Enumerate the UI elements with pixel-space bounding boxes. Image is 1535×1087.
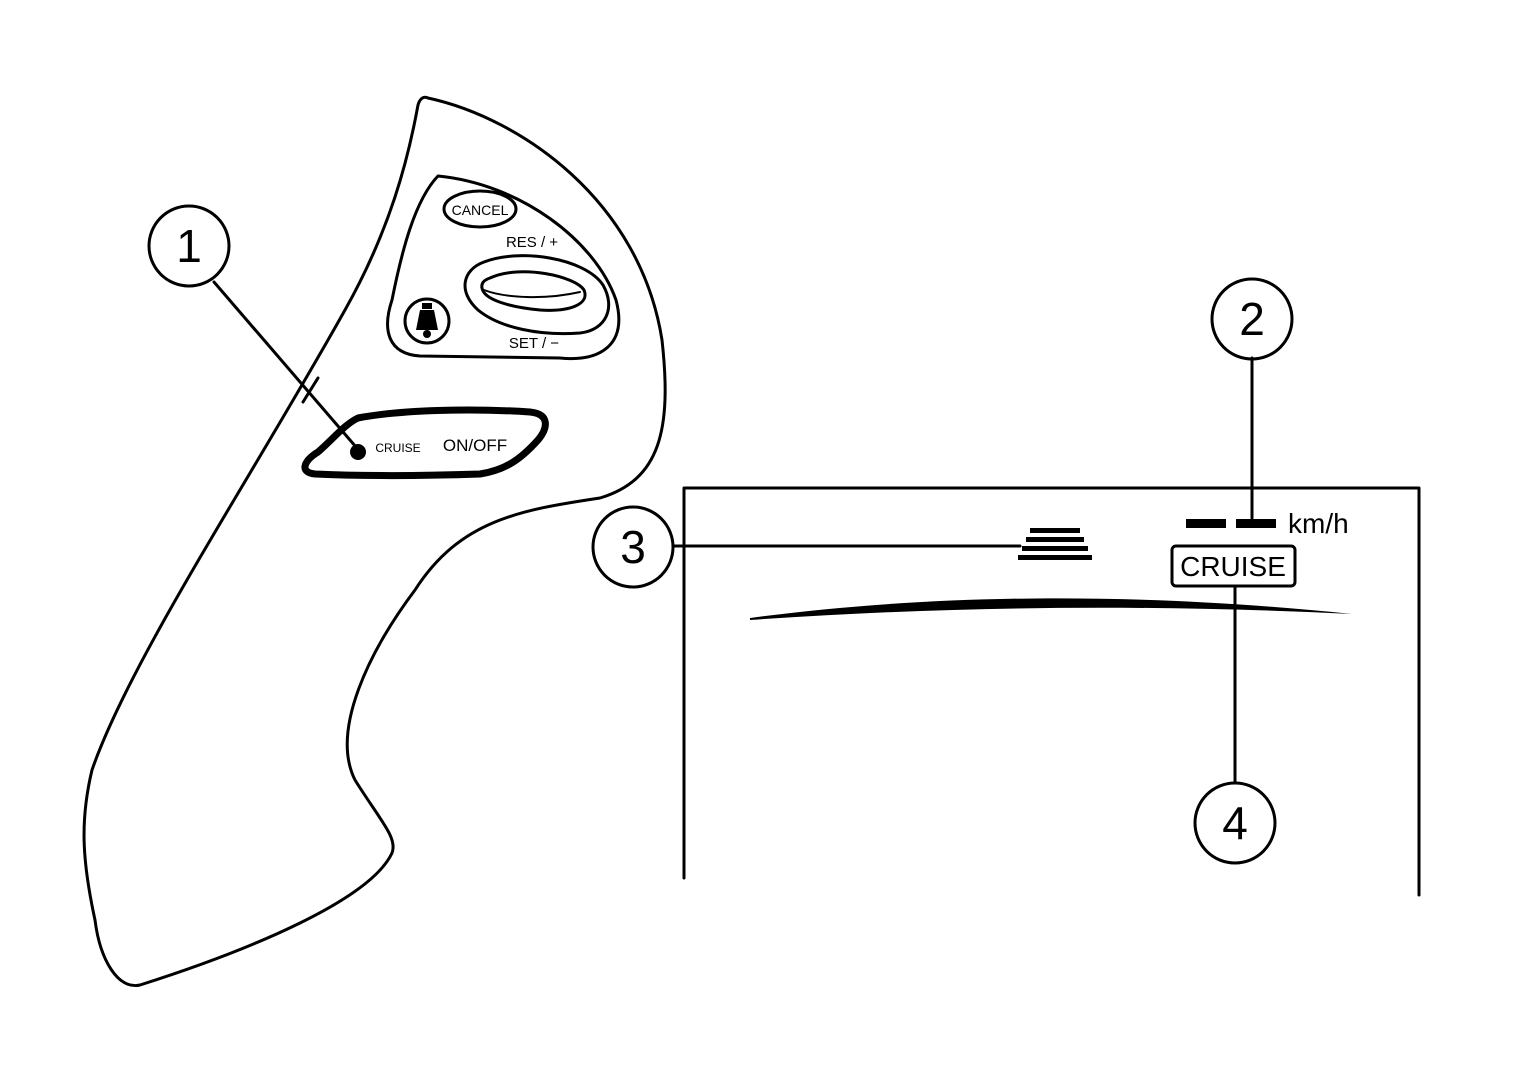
res-label: RES / + bbox=[506, 234, 558, 251]
callout-2 bbox=[1210, 277, 1294, 361]
res-set-switch-edge bbox=[483, 289, 581, 299]
speed-unit: km/h bbox=[1288, 508, 1349, 539]
cancel-button[interactable] bbox=[442, 189, 518, 229]
steering-assist-button[interactable] bbox=[403, 297, 451, 345]
callout-3 bbox=[591, 505, 675, 589]
cruise-indicator-box bbox=[1170, 544, 1297, 588]
onoff-label: ON/OFF bbox=[443, 436, 507, 455]
res-set-switch[interactable] bbox=[480, 270, 587, 312]
meter-frame bbox=[682, 486, 1421, 897]
callout-2-number: 2 bbox=[1239, 293, 1265, 345]
callout-4 bbox=[1193, 781, 1277, 865]
callout-1-number: 1 bbox=[176, 220, 202, 272]
cancel-label: CANCEL bbox=[452, 202, 509, 218]
steering-spoke-outline bbox=[82, 95, 667, 987]
steering-assist-icon bbox=[416, 303, 438, 338]
callout-4-number: 4 bbox=[1222, 797, 1248, 849]
cruise-indicator: CRUISE bbox=[1180, 551, 1286, 582]
set-label: SET / − bbox=[509, 335, 559, 352]
callout-1 bbox=[147, 204, 231, 288]
spoke-inner-line bbox=[301, 376, 320, 404]
cruise-onoff-switch[interactable] bbox=[301, 406, 549, 479]
callout-3-number: 3 bbox=[620, 521, 646, 573]
control-cluster-outline bbox=[386, 174, 621, 361]
callout-1-leader bbox=[212, 280, 358, 449]
res-set-housing bbox=[463, 254, 611, 336]
meter-arc bbox=[750, 598, 1352, 620]
cruise-set-indicator-bars bbox=[1018, 528, 1092, 560]
cruise-onoff-indicator bbox=[350, 444, 366, 460]
set-speed-digit-2 bbox=[1236, 519, 1276, 528]
set-speed-digit-1 bbox=[1186, 519, 1226, 528]
cruise-small-label: CRUISE bbox=[375, 441, 420, 455]
